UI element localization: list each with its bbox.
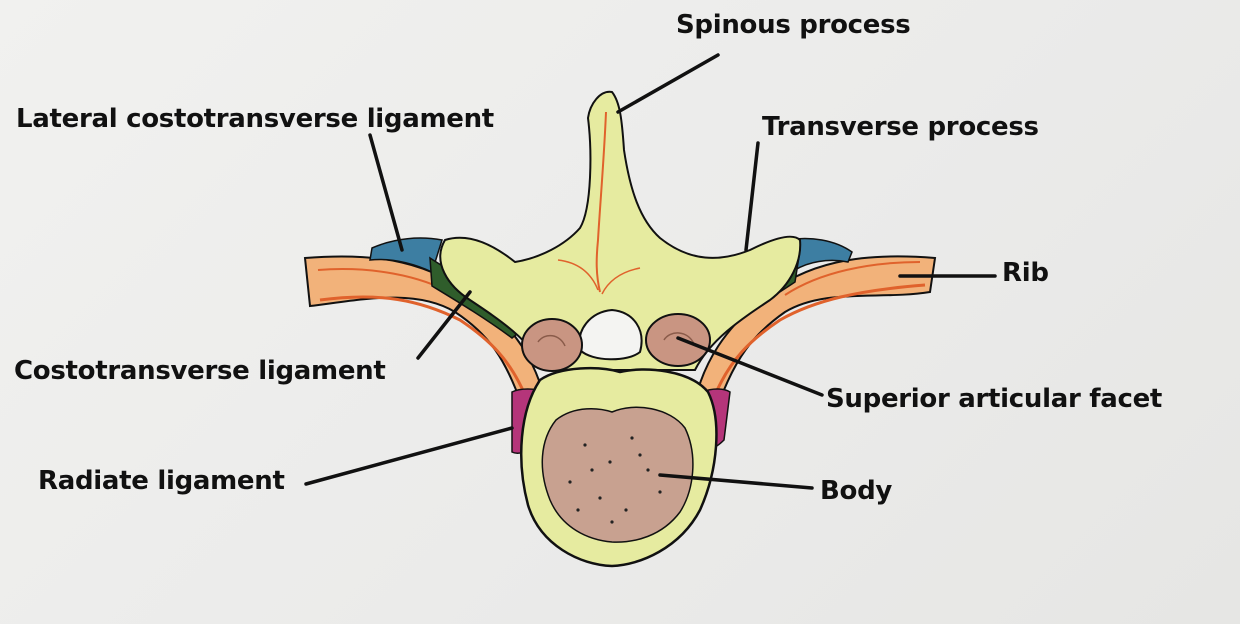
leader-costotransverse-ligament (416, 290, 472, 360)
leader-superior-articular-facet (676, 336, 824, 397)
label-spinous-process: Spinous process (676, 10, 911, 40)
label-lateral-costotransverse-ligament: Lateral costotransverse ligament (16, 104, 494, 134)
label-transverse-process: Transverse process (762, 112, 1039, 142)
vertebral-foramen (578, 308, 643, 361)
label-rib: Rib (1002, 258, 1049, 288)
leader-lines (304, 53, 997, 490)
leader-body (658, 473, 814, 490)
leader-radiate-ligament (304, 426, 514, 486)
label-superior-articular-facet: Superior articular facet (826, 384, 1163, 414)
body-marrow-dots (568, 436, 662, 524)
label-costotransverse-ligament: Costotransverse ligament (14, 356, 386, 386)
leader-transverse-process (744, 141, 760, 252)
leader-spinous-process (616, 53, 720, 114)
right-lateral-costotransverse-ligament (787, 237, 853, 272)
label-radiate-ligament: Radiate ligament (38, 466, 285, 496)
left-superior-articular-facet (521, 318, 583, 372)
label-body: Body (820, 476, 893, 506)
vertebral-body-marrow (541, 406, 694, 543)
leader-lateral-costotransverse-ligament (368, 133, 404, 252)
right-superior-articular-facet (645, 313, 711, 367)
